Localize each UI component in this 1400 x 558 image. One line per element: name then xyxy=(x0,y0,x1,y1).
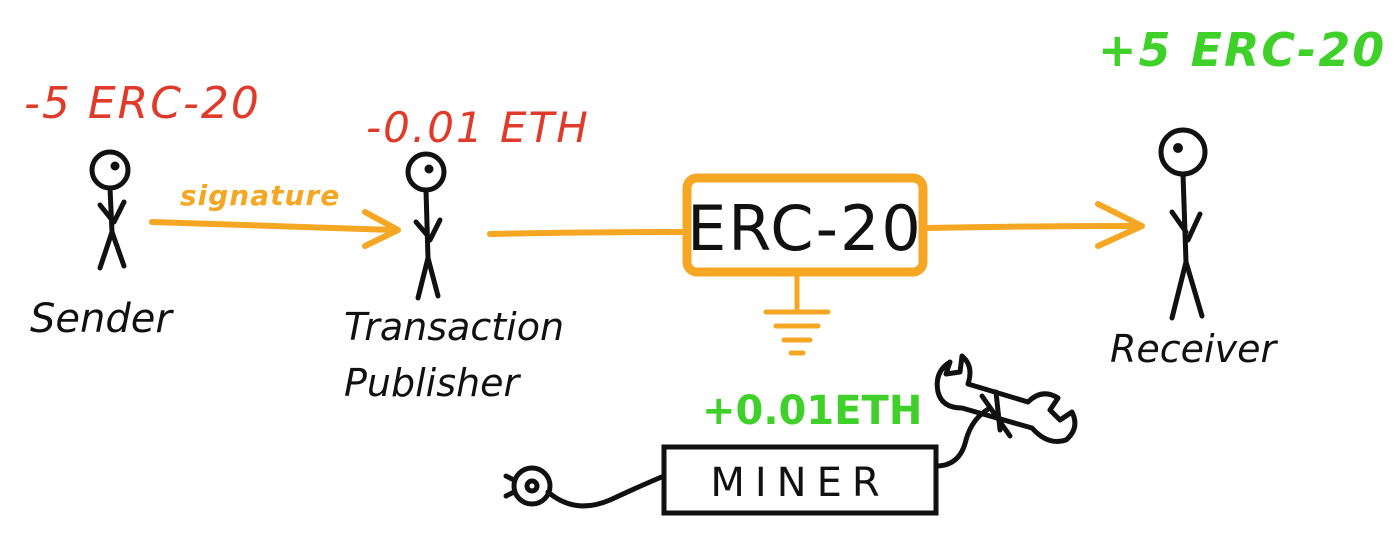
contract-box xyxy=(682,173,928,277)
publisher-balance-change: -0.01 ETH xyxy=(366,103,590,152)
contract-label: ERC-20 xyxy=(687,192,923,265)
wrench-icon xyxy=(934,353,1078,444)
miner-box xyxy=(661,444,939,516)
sender-label: Sender xyxy=(30,296,174,342)
stick-figure-icon xyxy=(89,149,131,271)
ground-symbol-icon xyxy=(763,273,831,356)
publisher-label-line2: Publisher xyxy=(344,361,521,405)
stick-figure-icon xyxy=(405,151,447,301)
miner-balance-change: +0.01ETH xyxy=(702,388,922,434)
stick-figure-icon xyxy=(1158,127,1208,321)
miner-tool-cord xyxy=(933,405,993,469)
publisher-label-line1: Transaction xyxy=(344,305,564,349)
receiver-balance-change: +5 ERC-20 xyxy=(1098,23,1386,77)
flow-line-to-contract xyxy=(487,229,691,237)
sender-node: -5 ERC-20 Sender xyxy=(24,78,261,342)
sender-balance-change: -5 ERC-20 xyxy=(24,78,261,129)
power-cord xyxy=(545,473,667,509)
power-plug-icon xyxy=(503,465,553,507)
flow-arrow-to-receiver xyxy=(923,201,1145,249)
publisher-node: -0.01 ETH Transaction Publisher xyxy=(344,103,590,405)
signature-label: signature xyxy=(180,179,340,212)
receiver-label: Receiver xyxy=(1110,327,1278,371)
signature-arrow: signature xyxy=(149,179,401,249)
miner-node: +0.01ETH MINER xyxy=(503,353,1078,516)
erc20-contract-node: ERC-20 xyxy=(682,173,928,277)
receiver-node: +5 ERC-20 Receiver xyxy=(1098,23,1386,371)
miner-label: MINER xyxy=(710,460,889,506)
